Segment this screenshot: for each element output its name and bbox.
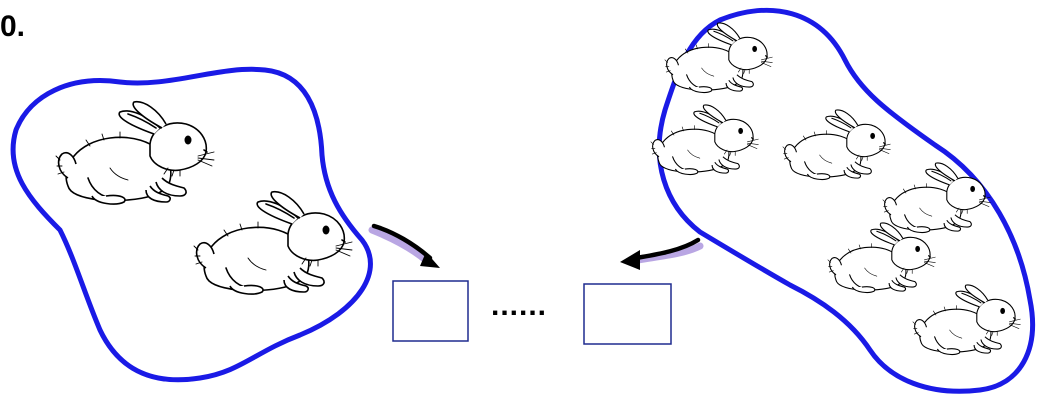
rabbit: [193, 190, 353, 295]
comparison-dots: ......: [491, 289, 548, 322]
right-arrow: [620, 237, 704, 270]
right-group-outline: [656, 7, 1036, 394]
rabbit: [912, 284, 1021, 356]
question-number: 0.: [0, 10, 26, 43]
left-arrow: [368, 223, 440, 268]
left-group-outline: [10, 66, 373, 383]
rabbit: [664, 22, 773, 94]
rabbit: [882, 162, 991, 234]
rabbit: [650, 104, 759, 176]
left-answer-box[interactable]: [392, 280, 469, 342]
right-answer-box[interactable]: [583, 283, 672, 345]
rabbit: [782, 109, 891, 181]
rabbit: [55, 100, 215, 205]
rabbit: [827, 222, 936, 294]
